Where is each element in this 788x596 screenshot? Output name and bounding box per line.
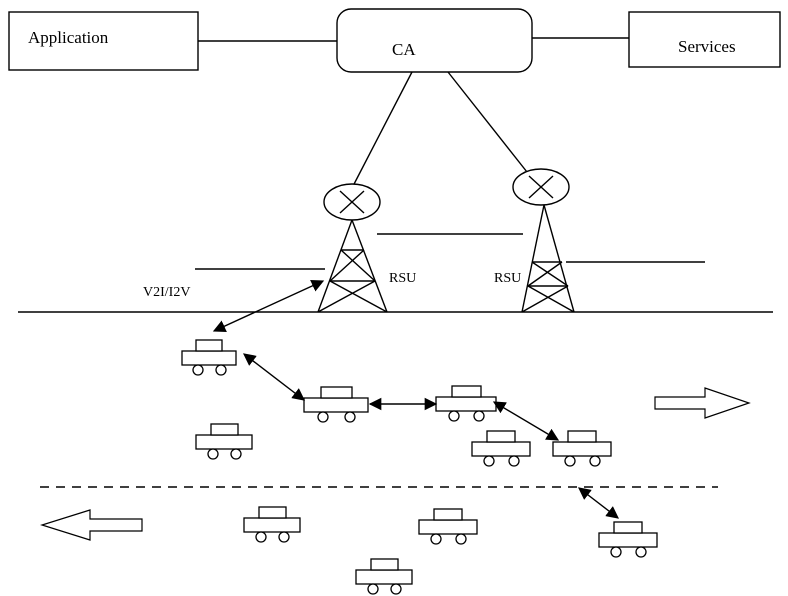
services-box: Services <box>628 11 781 68</box>
v2i-label: V2I/I2V <box>143 285 190 300</box>
ca-label: CA <box>392 40 416 59</box>
v2v-link <box>578 487 619 519</box>
vehicle-icon <box>552 430 612 467</box>
direction-arrow-right-icon <box>654 387 751 419</box>
direction-arrow-left-icon <box>39 509 143 541</box>
rsu-label-left: RSU <box>389 271 416 286</box>
vehicles <box>181 339 658 595</box>
v2v-link <box>492 401 560 441</box>
vehicle-icon <box>355 558 413 595</box>
vehicle-icon <box>195 423 253 460</box>
vehicle-icon <box>243 506 301 543</box>
v2i-link <box>212 280 325 332</box>
services-label: Services <box>678 37 736 56</box>
ca-box: CA <box>336 8 533 73</box>
rsu-tower-left <box>317 183 388 313</box>
ca-rsu-left-link <box>351 71 413 189</box>
rsu-label-right: RSU <box>494 271 521 286</box>
ca-rsu-right-link <box>447 71 528 173</box>
application-box: Application <box>8 11 199 71</box>
v2v-link <box>243 353 305 401</box>
rsu-tower-right <box>512 168 575 313</box>
vehicle-icon <box>435 385 497 422</box>
vehicle-icon <box>181 339 237 376</box>
vehicle-icon <box>418 508 478 545</box>
vehicle-icon <box>303 386 369 423</box>
application-label: Application <box>28 28 109 47</box>
vehicle-icon <box>471 430 531 467</box>
vehicle-icon <box>598 521 658 558</box>
